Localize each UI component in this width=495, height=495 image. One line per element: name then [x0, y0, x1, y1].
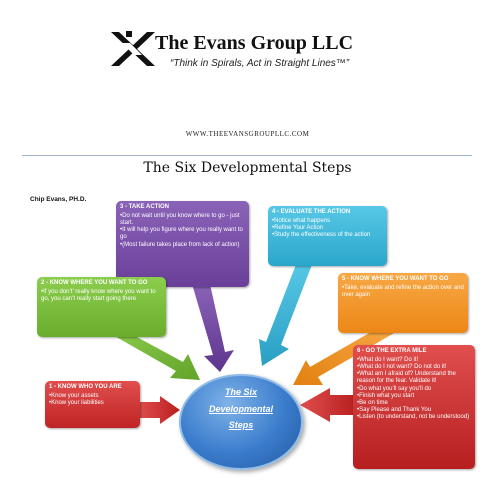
step-2-list: If you don’t’ really know where you want…: [41, 289, 162, 303]
company-tagline: “Think in Spirals, Act in Straight Lines…: [170, 58, 350, 69]
website-link[interactable]: WWW.THEEVANSGROUPLLC.COM: [185, 130, 310, 138]
list-item: Say Please and Thank You: [357, 407, 471, 414]
arrow-step-5: [293, 328, 396, 385]
arrow-step-6: [300, 388, 356, 422]
step-1-box: 1 - KNOW WHO YOU ARE Know your assets Kn…: [45, 381, 140, 428]
company-logo-icon: [111, 31, 155, 66]
list-item: It will help you figure where you really…: [120, 227, 245, 241]
list-item: Do not wait until you know where to go -…: [120, 213, 245, 227]
list-item: What do I want? Do it!: [357, 357, 471, 364]
step-1-list: Know your assets Know your liabilities: [49, 393, 136, 407]
list-item: Finish what you start: [357, 393, 471, 400]
step-4-list: Notice what happens Refine Your Action S…: [272, 218, 383, 240]
step-4-title: 4 - EVALUATE THE ACTION: [272, 209, 351, 215]
center-label: The Six Developmental Steps: [208, 387, 274, 431]
arrow-step-2: [104, 330, 200, 380]
page-title: The Six Developmental Steps: [143, 160, 352, 176]
step-6-list: What do I want? Do it! What do I not wan…: [357, 357, 471, 422]
step-5-box: 5 - KNOW WHERE YOU WANT TO GO Take, eval…: [338, 273, 468, 333]
step-2-title: 2 - KNOW WHERE YOU WANT TO GO: [41, 280, 148, 286]
list-item: Study the effectiveness of the action: [272, 232, 383, 239]
arrow-step-1: [138, 396, 180, 424]
company-name: The Evans Group LLC: [155, 32, 354, 54]
step-6-box: 6 - GO THE EXTRA MILE What do I want? Do…: [353, 345, 475, 469]
arrow-step-3: [192, 284, 234, 372]
list-item: If you don’t’ really know where you want…: [41, 289, 162, 303]
list-item: Know your assets: [49, 393, 136, 400]
list-item: Refine Your Action: [272, 225, 383, 232]
divider: [22, 155, 472, 156]
list-item: Do what you’ll say you’ll do: [357, 386, 471, 393]
author-name: Chip Evans, PH.D.: [30, 196, 87, 203]
list-item: Listen (to understand, not be understood…: [357, 414, 471, 421]
list-item: Know your liabilities: [49, 400, 136, 407]
center-ellipse: [179, 374, 303, 470]
step-3-box: 3 - TAKE ACTION Do not wait until you kn…: [116, 201, 249, 287]
list-item: (Most failure takes place from lack of a…: [120, 242, 245, 249]
step-5-list: Take, evaluate and refine the action ove…: [342, 285, 464, 299]
step-6-title: 6 - GO THE EXTRA MILE: [357, 348, 427, 354]
list-item: Take, evaluate and refine the action ove…: [342, 285, 464, 299]
step-4-box: 4 - EVALUATE THE ACTION Notice what happ…: [268, 206, 387, 266]
step-2-box: 2 - KNOW WHERE YOU WANT TO GO If you don…: [37, 277, 166, 337]
step-3-title: 3 - TAKE ACTION: [120, 204, 169, 210]
list-item: Notice what happens: [272, 218, 383, 225]
list-item: What am I afraid of? Understand the reas…: [357, 371, 471, 385]
list-item: Be on time: [357, 400, 471, 407]
step-5-title: 5 - KNOW WHERE YOU WANT TO GO: [342, 276, 449, 282]
list-item: What do I not want? Do not do it!: [357, 364, 471, 371]
arrow-step-4: [259, 262, 313, 366]
step-3-list: Do not wait until you know where to go -…: [120, 213, 245, 249]
step-1-title: 1 - KNOW WHO YOU ARE: [49, 384, 122, 390]
